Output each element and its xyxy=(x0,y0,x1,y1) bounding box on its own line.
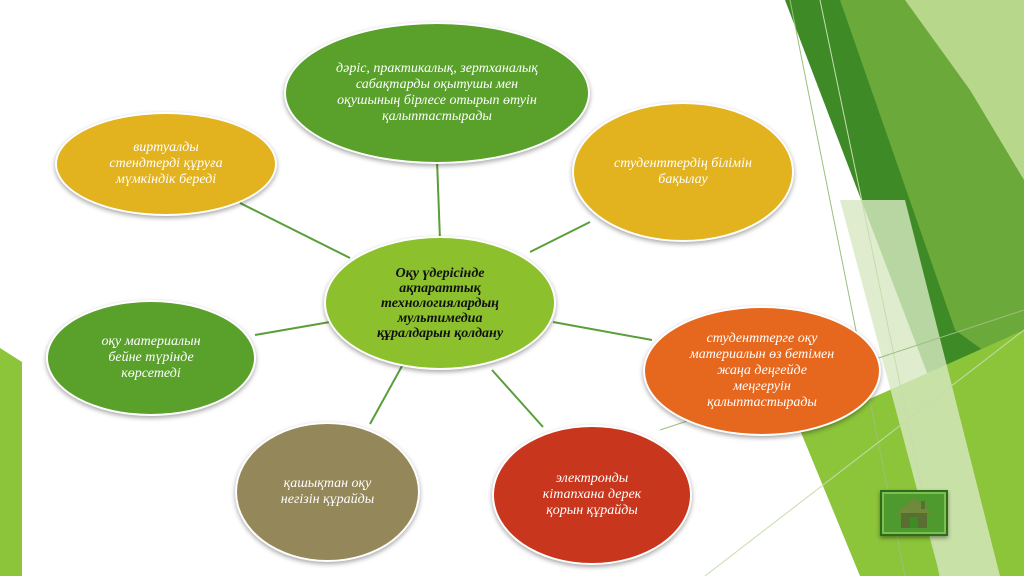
node-center: Оқу үдерісінде ақпараттық технологиялард… xyxy=(324,236,556,370)
right-pale-stripe xyxy=(840,200,1000,576)
link-top xyxy=(436,159,441,241)
node-right: студенттерге оқу материалын өз бетімен ж… xyxy=(643,306,881,436)
node-center-text: Оқу үдерісінде ақпараттық технологиялард… xyxy=(376,265,504,341)
thin-line-2 xyxy=(819,0,941,576)
thin-line-1 xyxy=(789,0,906,576)
thin-line-3 xyxy=(704,329,1024,576)
node-top: дәріс, практикалық, зертханалық сабақтар… xyxy=(284,22,590,164)
right-light-stripe xyxy=(905,0,1024,180)
link-top-left xyxy=(239,202,351,259)
left-green-triangle xyxy=(0,348,22,576)
link-right xyxy=(552,321,653,341)
node-bottom-right: электронды кітапхана дерек қорын құрайды xyxy=(492,425,692,565)
node-left: оқу материалын бейне түрінде көрсетеді xyxy=(46,300,256,416)
home-icon xyxy=(896,498,932,528)
link-left xyxy=(254,321,331,336)
link-bottom-right xyxy=(491,369,544,428)
home-button[interactable] xyxy=(880,490,948,536)
node-right-text: студенттерге оқу материалын өз бетімен ж… xyxy=(689,331,835,410)
node-left-text: оқу материалын бейне түрінде көрсетеді xyxy=(101,334,201,381)
node-top-left: виртуалды стендтерді құруға мүмкіндік бе… xyxy=(55,112,277,216)
link-top-right xyxy=(529,221,591,253)
node-bottom-left-text: қашықтан оқу негізін құрайды xyxy=(280,476,375,507)
link-bottom-left xyxy=(369,365,403,425)
node-top-right: студенттердің білімін бақылау xyxy=(572,102,794,242)
node-top-right-text: студенттердің білімін бақылау xyxy=(614,156,752,187)
node-bottom-right-text: электронды кітапхана дерек қорын құрайды xyxy=(542,471,642,518)
node-top-text: дәріс, практикалық, зертханалық сабақтар… xyxy=(336,61,538,124)
node-bottom-left: қашықтан оқу негізін құрайды xyxy=(235,422,420,562)
node-top-left-text: виртуалды стендтерді құруға мүмкіндік бе… xyxy=(109,140,223,187)
